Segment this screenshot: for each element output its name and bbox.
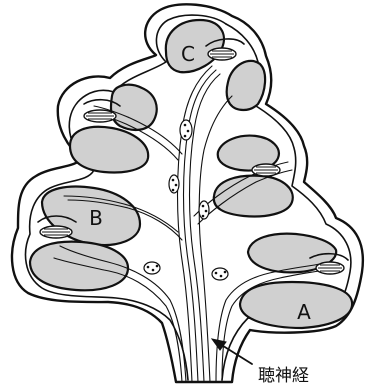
ganglion-3 xyxy=(199,201,209,219)
label-nerve: 聴神経 xyxy=(258,366,309,386)
ganglion-4 xyxy=(144,262,160,274)
organ-mid-right xyxy=(252,164,280,176)
blob-upper-left-small xyxy=(111,85,157,130)
ganglion-1 xyxy=(180,120,192,140)
blob-a xyxy=(240,282,352,328)
ganglion-5 xyxy=(212,268,228,280)
label-a: A xyxy=(297,300,311,324)
label-c: C xyxy=(181,42,195,66)
blob-mid-right-bottom xyxy=(214,176,293,217)
blob-lower-left xyxy=(30,242,128,291)
ganglion-2 xyxy=(169,175,179,193)
label-b: B xyxy=(89,206,103,230)
